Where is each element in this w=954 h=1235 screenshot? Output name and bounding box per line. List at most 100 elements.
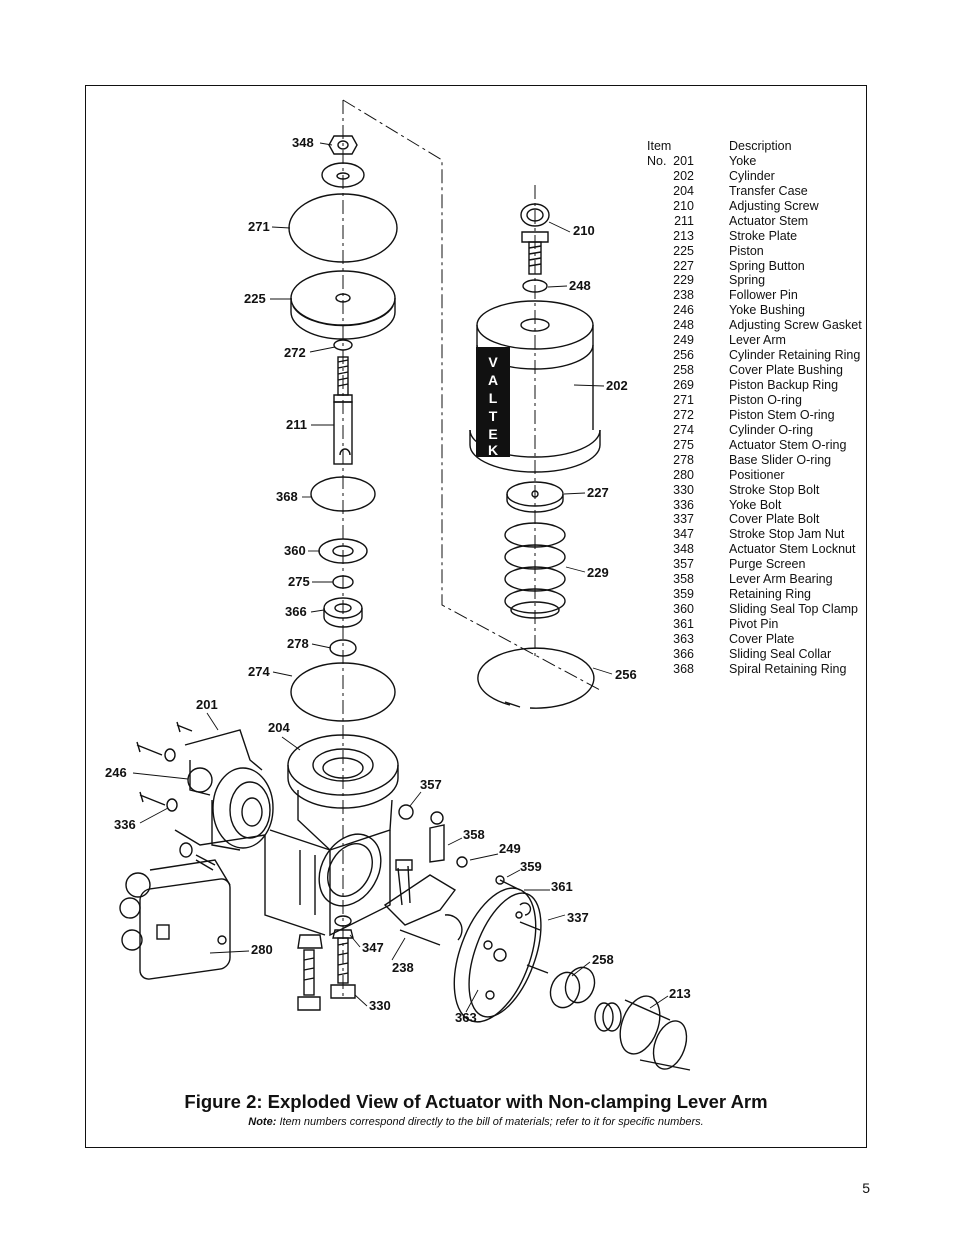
item-number: 358 (673, 572, 694, 587)
item-description: Cylinder Retaining Ring (729, 348, 861, 363)
item-description: Purge Screen (729, 557, 806, 572)
callout-337: 337 (567, 910, 589, 925)
item-description: Stroke Stop Bolt (729, 482, 820, 497)
figure-note: Note: Item numbers correspond directly t… (85, 1116, 867, 1128)
callout-246: 246 (105, 765, 127, 780)
item-number: 275 (673, 437, 694, 452)
item-number: 360 (673, 602, 694, 617)
cover-plate-363 (453, 887, 542, 1023)
item-description: Transfer Case (729, 183, 808, 198)
item-description: Stroke Plate (729, 228, 798, 243)
item-description: Adjusting Screw (729, 198, 819, 213)
positioner-280 (119, 859, 231, 980)
callout-210: 210 (573, 223, 595, 238)
callout-274: 274 (248, 664, 270, 679)
yoke-bolts-336 (136, 721, 216, 871)
callout-202: 202 (606, 378, 628, 393)
item-description: Cover Plate Bolt (729, 512, 820, 527)
item-number: 280 (673, 467, 694, 482)
item-number: 229 (673, 273, 694, 288)
callout-275: 275 (288, 574, 310, 589)
item-number: 347 (673, 527, 694, 542)
item-description: Lever Arm (729, 333, 786, 348)
yoke-201 (174, 729, 274, 851)
locknut-348 (328, 135, 358, 155)
item-number: 330 (673, 482, 694, 497)
item-description: Piston O-ring (729, 392, 802, 407)
callout-357: 357 (420, 777, 442, 792)
table-row: 360 Sliding Seal Top Clamp (647, 602, 862, 617)
item-number: 348 (673, 542, 694, 557)
item-number: 249 (673, 333, 694, 348)
header-description: Description (729, 139, 792, 153)
item-description: Piston (729, 243, 764, 258)
item-description: Cylinder O-ring (729, 422, 814, 437)
table-row: 256 Cylinder Retaining Ring (647, 348, 862, 363)
valtek-logo: V A L T E K (476, 347, 510, 457)
leader-lines (132, 142, 669, 1013)
item-description: Spiral Retaining Ring (729, 661, 847, 676)
item-description: Retaining Ring (729, 587, 811, 602)
item-description: Base Slider O-ring (729, 452, 832, 467)
item-number: 368 (673, 661, 694, 676)
item-description: Sliding Seal Collar (729, 646, 832, 661)
item-number: 363 (673, 631, 694, 646)
item-description: Actuator Stem Locknut (729, 542, 856, 557)
callout-271: 271 (248, 219, 270, 234)
svg-text:T: T (489, 408, 498, 424)
parts-table-header: Item No. Description (647, 139, 862, 168)
item-description: Positioner (729, 467, 785, 482)
callout-347: 347 (362, 940, 384, 955)
callout-229: 229 (587, 565, 609, 580)
item-number: 210 (673, 198, 694, 213)
item-description: Actuator Stem O-ring (729, 437, 847, 452)
table-row: 280 Positioner (647, 468, 862, 483)
item-number: 225 (673, 243, 694, 258)
callout-256: 256 (615, 667, 637, 682)
item-number: 278 (673, 452, 694, 467)
table-row: 210 Adjusting Screw (647, 199, 862, 214)
callout-360: 360 (284, 543, 306, 558)
callout-368: 368 (276, 489, 298, 504)
item-number: 213 (673, 228, 694, 243)
svg-text:V: V (488, 354, 498, 370)
callout-258: 258 (592, 952, 614, 967)
callout-358: 358 (463, 827, 485, 842)
item-number: 227 (673, 258, 694, 273)
item-description: Spring Button (729, 258, 805, 273)
table-row: 227 Spring Button (647, 259, 862, 274)
callout-348: 348 (292, 135, 314, 150)
callout-278: 278 (287, 636, 309, 651)
item-number: 359 (673, 587, 694, 602)
item-number: 256 (673, 348, 694, 363)
item-number: 272 (673, 407, 694, 422)
item-description: Sliding Seal Top Clamp (729, 602, 859, 617)
table-row: 213 Stroke Plate (647, 229, 862, 244)
callout-361: 361 (551, 879, 573, 894)
callout-201: 201 (196, 697, 218, 712)
item-number: 246 (673, 303, 694, 318)
svg-text:K: K (488, 442, 498, 457)
note-label: Note: (248, 1116, 277, 1128)
callout-280: 280 (251, 942, 273, 957)
table-row: 359 Retaining Ring (647, 587, 862, 602)
note-text: Item numbers correspond directly to the … (279, 1116, 704, 1128)
actuator-stem-211 (333, 356, 353, 465)
lever-arm-249 (383, 811, 532, 946)
table-row: 278 Base Slider O-ring (647, 453, 862, 468)
table-row: 348 Actuator Stem Locknut (647, 542, 862, 557)
